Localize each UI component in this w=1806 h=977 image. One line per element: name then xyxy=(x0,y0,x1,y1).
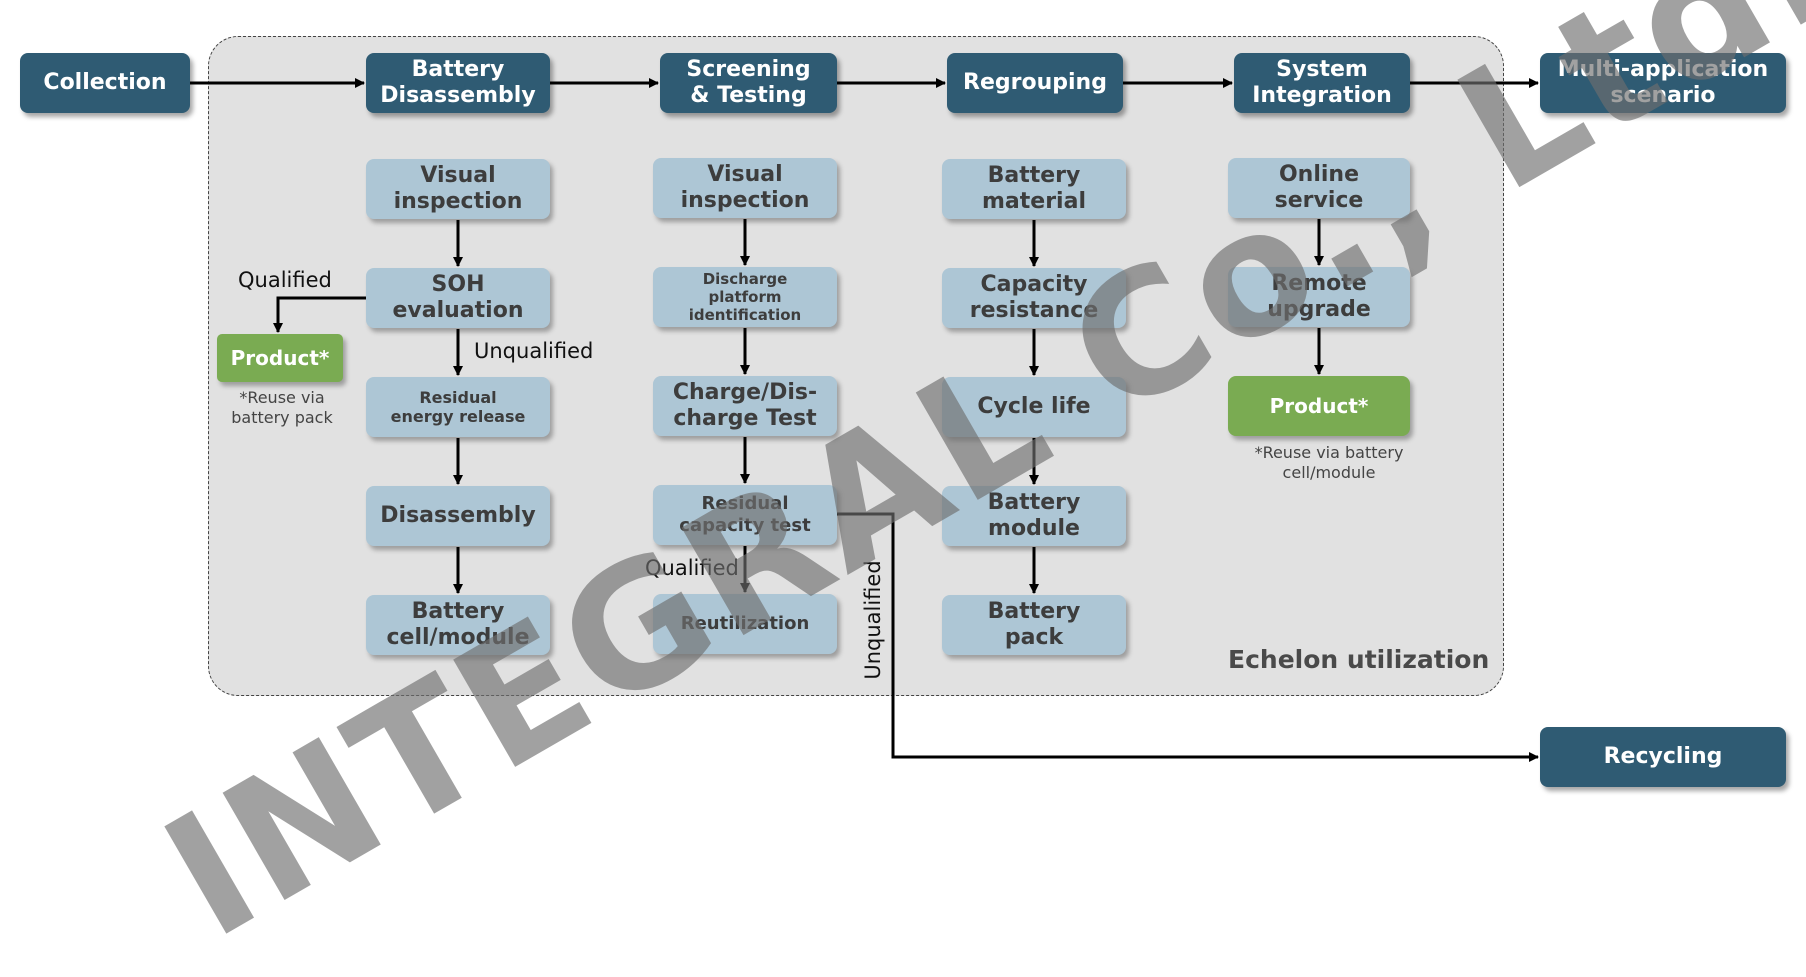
visual-inspection-box-1: Visual inspection xyxy=(366,159,550,219)
residual-energy-release-box: Residual energy release xyxy=(366,377,550,437)
echelon-utilization-frame xyxy=(208,36,1504,696)
battery-disassembly-box: Battery Disassembly xyxy=(366,53,550,113)
qualified-label-2: Qualified xyxy=(645,556,739,580)
product-note-1: *Reuse via battery pack xyxy=(231,388,333,427)
cycle-life-box: Cycle life xyxy=(942,377,1126,437)
battery-module-box: Battery module xyxy=(942,486,1126,546)
qualified-label-1: Qualified xyxy=(238,268,332,292)
reutilization-box: Reutilization xyxy=(653,594,837,654)
battery-material-box: Battery material xyxy=(942,159,1126,219)
capacity-resistance-box: Capacity resistance xyxy=(942,268,1126,328)
echelon-utilization-label: Echelon utilization xyxy=(1228,645,1490,674)
soh-evaluation-box: SOH evaluation xyxy=(366,268,550,328)
regrouping-box: Regrouping xyxy=(947,53,1123,113)
arrow-soh-to-product xyxy=(273,296,366,333)
collection-box: Collection xyxy=(20,53,190,113)
multi-application-scenario-box: Multi-application scenario xyxy=(1540,53,1786,113)
product-box-2: Product* xyxy=(1228,376,1410,436)
discharge-platform-box: Discharge platform identification xyxy=(653,267,837,327)
connector-arrows xyxy=(190,78,1539,762)
battery-cell-module-box: Battery cell/module xyxy=(366,595,550,655)
remote-upgrade-box: Remote upgrade xyxy=(1228,267,1410,327)
product-note-2: *Reuse via battery cell/module xyxy=(1254,443,1404,482)
charge-discharge-test-box: Charge/Dis- charge Test xyxy=(653,376,837,436)
screening-testing-box: Screening & Testing xyxy=(660,53,837,113)
disassembly-box: Disassembly xyxy=(366,486,550,546)
battery-pack-box: Battery pack xyxy=(942,595,1126,655)
online-service-box: Online service xyxy=(1228,158,1410,218)
product-box-1: Product* xyxy=(217,334,343,382)
arrow-residual-capacity-to-recycling xyxy=(837,512,1539,762)
unqualified-label-2: Unqualified xyxy=(861,560,885,680)
system-integration-box: System Integration xyxy=(1234,53,1410,113)
recycling-box: Recycling xyxy=(1540,727,1786,787)
residual-capacity-test-box: Residual capacity test xyxy=(653,485,837,545)
visual-inspection-box-2: Visual inspection xyxy=(653,158,837,218)
unqualified-label-1: Unqualified xyxy=(474,339,594,363)
